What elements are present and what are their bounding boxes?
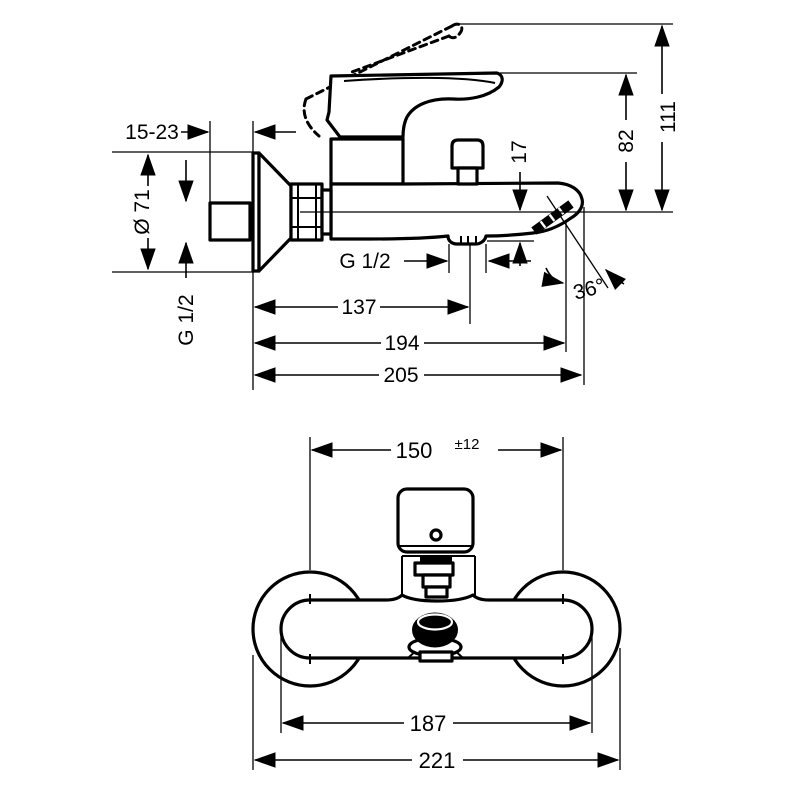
dim-body-length-label: 187	[410, 711, 447, 736]
cartridge-housing	[401, 555, 476, 599]
side-dimension-lines	[140, 24, 670, 383]
handle-front	[396, 487, 475, 554]
dim-inlet-thread-label: G 1/2	[175, 294, 198, 345]
side-view: 15-23 Ø 71 G 1/2 G 1/2 17 82 111 137 194…	[112, 22, 680, 390]
dim-total-width-label: 221	[419, 748, 456, 773]
front-view: 150 ±12 187 221	[251, 436, 622, 773]
dim-total-reach-label: 205	[383, 364, 418, 387]
dim-outlet-thread-label: G 1/2	[339, 250, 390, 273]
dim-aerator-angle-label: 36°	[571, 274, 608, 304]
diverter-knob	[450, 138, 485, 170]
dim-outlet-distance-label: 137	[341, 296, 376, 319]
inlet-pipe-stub	[208, 201, 252, 242]
dim-total-height-label: 111	[657, 101, 680, 133]
dim-connection-distance-label: 150	[396, 438, 433, 463]
handle-dot	[429, 528, 443, 542]
dim-wall-depth-label: 15-23	[125, 121, 179, 144]
front-extension-lines	[252, 437, 621, 770]
dim-handle-height-label: 82	[615, 129, 638, 152]
spout-outlet-front	[407, 612, 464, 663]
union-center-ticks	[309, 594, 564, 664]
diverter-knob-neck	[456, 166, 479, 186]
side-datum-lines	[300, 23, 673, 385]
handle-top-edge-line	[343, 76, 496, 84]
dim-escutcheon-diameter-label: Ø 71	[131, 189, 154, 235]
handle-outline	[325, 71, 504, 139]
escutcheon-cone	[257, 151, 293, 273]
side-extension-lines	[112, 121, 254, 390]
valve-body	[329, 137, 405, 186]
dim-spout-reach-label: 194	[384, 332, 419, 355]
aerator-band	[531, 200, 574, 235]
front-dimension-lines	[253, 442, 620, 768]
dim-spout-drop-label: 17	[508, 140, 531, 163]
spout-outline	[329, 181, 584, 246]
shower-outlet-ribs	[460, 236, 477, 244]
dim-connection-tolerance-label: ±12	[455, 436, 480, 453]
